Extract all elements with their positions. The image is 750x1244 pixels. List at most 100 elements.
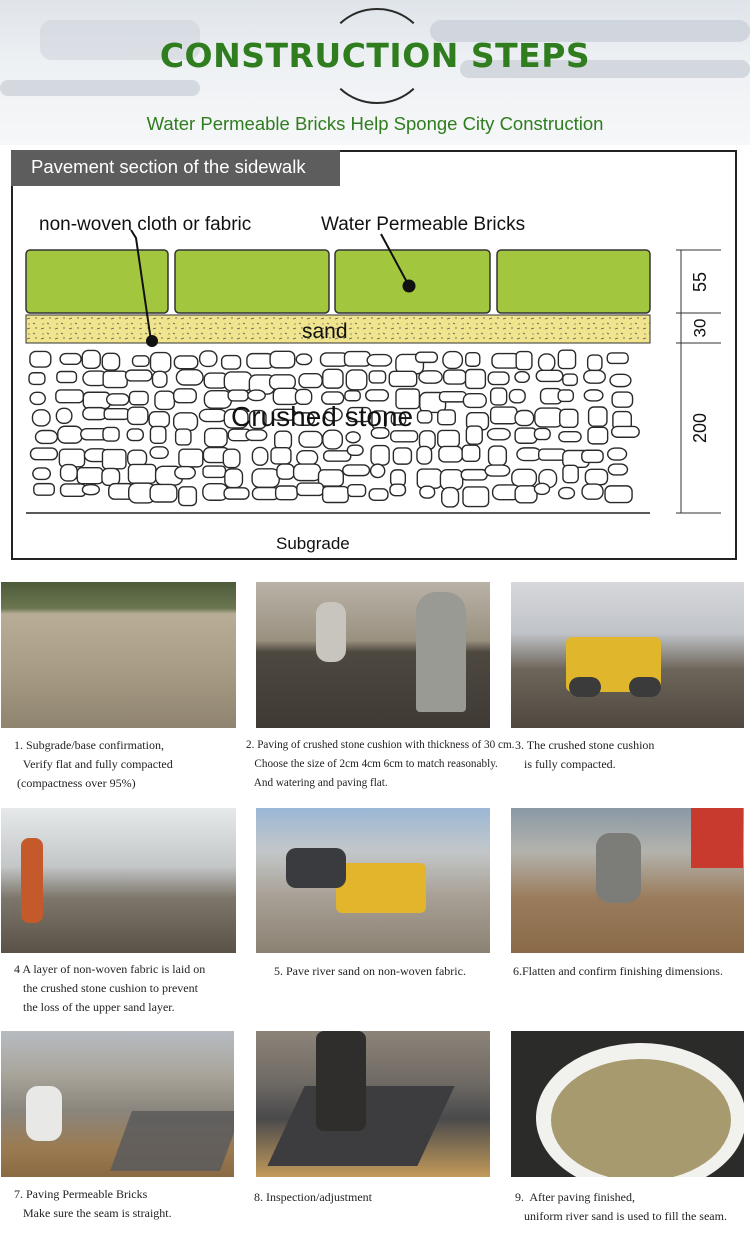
- stone: [583, 369, 606, 384]
- brick-2: [174, 249, 330, 314]
- stone: [535, 369, 564, 383]
- stone: [609, 373, 632, 388]
- dimension-200: 200: [690, 413, 710, 443]
- stone: [342, 464, 371, 477]
- stone: [31, 409, 51, 427]
- stone: [366, 353, 393, 367]
- stone: [149, 425, 167, 444]
- step-8-photo: [256, 1031, 490, 1177]
- stone: [460, 468, 488, 481]
- stone: [103, 408, 130, 421]
- step-9-photo: [511, 1031, 744, 1177]
- stone-label: Crushed stone: [231, 401, 413, 432]
- stone: [514, 485, 538, 504]
- stone: [32, 467, 52, 481]
- stone: [344, 390, 361, 402]
- step-1-caption: 1. Subgrade/base confirmation, Verify fl…: [14, 738, 173, 790]
- stone: [462, 486, 490, 508]
- stone: [606, 447, 628, 461]
- stone: [586, 354, 603, 372]
- stone: [173, 355, 199, 370]
- stone: [533, 427, 551, 441]
- stone: [296, 482, 325, 497]
- stone: [28, 372, 46, 386]
- stone: [343, 350, 371, 367]
- stone: [322, 368, 344, 389]
- stone: [223, 487, 250, 500]
- stone: [55, 389, 85, 404]
- stone: [368, 488, 389, 501]
- step-6-photo: [511, 808, 744, 953]
- stone: [388, 370, 418, 388]
- stone: [489, 406, 518, 425]
- stone: [126, 428, 144, 442]
- stone: [102, 370, 128, 389]
- stone: [149, 351, 172, 373]
- stone: [514, 371, 531, 384]
- stone: [438, 445, 464, 463]
- stone: [390, 412, 407, 426]
- stone: [321, 485, 349, 504]
- stone: [442, 350, 464, 370]
- stone: [322, 450, 352, 462]
- stone: [606, 352, 629, 365]
- stone: [248, 409, 267, 430]
- stone: [245, 429, 268, 442]
- stone: [29, 447, 59, 461]
- step-7-caption: 7. Paving Permeable Bricks Make sure the…: [14, 1187, 172, 1220]
- stone: [246, 352, 274, 370]
- stone: [102, 426, 120, 442]
- sand-layer: [25, 314, 651, 344]
- stone: [59, 463, 78, 482]
- stone: [203, 427, 228, 448]
- stone: [537, 353, 556, 372]
- stone: [101, 467, 121, 487]
- stone: [323, 407, 343, 422]
- stone: [370, 426, 390, 439]
- stone: [346, 444, 364, 456]
- stone: [203, 389, 233, 409]
- stone: [487, 445, 508, 467]
- stone: [461, 444, 481, 463]
- stone: [611, 391, 634, 408]
- stone: [345, 369, 368, 391]
- stone: [251, 446, 269, 466]
- stone: [82, 406, 108, 421]
- stone: [416, 409, 433, 424]
- stone: [55, 407, 73, 425]
- stone: [511, 468, 538, 487]
- stone: [347, 483, 367, 498]
- subgrade-label: Subgrade: [276, 534, 350, 553]
- stone: [438, 390, 467, 403]
- stone: [370, 444, 390, 466]
- step-5-photo: [256, 808, 490, 953]
- stone: [126, 406, 149, 426]
- stone: [220, 354, 242, 370]
- stone: [484, 464, 511, 477]
- page-subtitle: Water Permeable Bricks Help Sponge City …: [146, 113, 604, 134]
- stone: [174, 428, 192, 446]
- stone: [437, 409, 456, 426]
- dimension-30: 30: [690, 319, 709, 338]
- stone: [534, 407, 564, 428]
- step-8-caption: 8. Inspection/adjustment: [254, 1190, 372, 1204]
- step-6-caption: 6.Flatten and confirm finishing dimensio…: [513, 964, 723, 978]
- stone: [34, 429, 59, 445]
- stone: [124, 369, 153, 382]
- pavement-cross-section-diagram: non-woven cloth or fabric Water Permeabl…: [25, 214, 721, 553]
- stone: [151, 370, 168, 388]
- stone: [487, 371, 510, 386]
- stone: [516, 447, 542, 462]
- stone: [274, 485, 298, 501]
- stone: [101, 448, 127, 470]
- stone: [581, 449, 604, 464]
- stone: [127, 449, 148, 467]
- stone: [149, 483, 178, 503]
- stone: [131, 355, 150, 368]
- sand-label: sand: [302, 320, 348, 343]
- stone: [276, 463, 295, 480]
- stone: [439, 469, 464, 491]
- stone: [148, 411, 171, 428]
- stone: [56, 370, 78, 384]
- step-9-caption: 9. After paving finished, uniform river …: [515, 1190, 727, 1223]
